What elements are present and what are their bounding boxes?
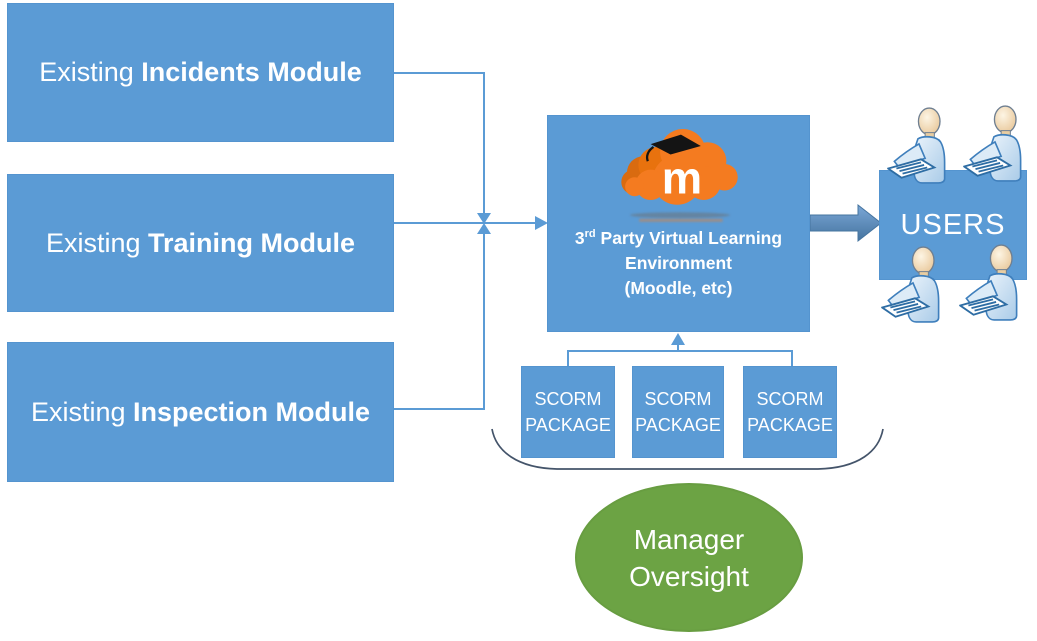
scorm-line1: SCORM [644, 389, 712, 409]
module-label-plain: Existing [30, 396, 134, 427]
vle-to-users-arrow [809, 203, 882, 243]
manager-oversight-ellipse: Manager Oversight [575, 483, 803, 632]
scorm-package-box-2: SCORM PACKAGE [632, 366, 724, 458]
module-label: Existing Incidents Module [39, 57, 362, 88]
connector-incidents-to-junction [393, 72, 485, 214]
seated-person-icon [881, 246, 947, 326]
vle-line1-rest: Party Virtual Learning [595, 228, 783, 248]
arrowhead-right-icon [535, 216, 548, 230]
module-label-bold: Training Module [148, 227, 356, 258]
scorm-line1: SCORM [534, 389, 602, 409]
connector-scorm-to-vle [567, 343, 793, 366]
arrowhead-down-icon [477, 213, 491, 224]
oversight-line1: Manager [633, 523, 745, 555]
scorm-package-box-3: SCORM PACKAGE [743, 366, 837, 458]
vle-label-line2: Environment [625, 253, 732, 273]
seated-person-icon [887, 107, 953, 187]
oversight-line2: Oversight [629, 560, 749, 592]
virtual-learning-environment-box: m 3rd Party Virtual Learning Environment… [547, 115, 810, 332]
module-label: Existing Inspection Module [31, 397, 370, 428]
arrowhead-up-icon [477, 223, 491, 234]
scorm-line1: SCORM [756, 389, 824, 409]
vle-ordinal-suffix: rd [584, 228, 596, 241]
existing-incidents-module-box: Existing Incidents Module [7, 3, 394, 142]
oversight-brace [491, 428, 884, 470]
scorm-line2: PACKAGE [747, 415, 833, 435]
svg-text:m: m [662, 152, 702, 203]
connector-inspection-to-junction [393, 233, 485, 410]
existing-inspection-module-box: Existing Inspection Module [7, 342, 394, 482]
vle-num: 3 [574, 228, 585, 248]
vle-label-line1: 3rd Party Virtual Learning [548, 226, 809, 251]
module-label-bold: Incidents Module [141, 57, 362, 87]
moodle-cloud-logo-icon: m [621, 128, 738, 222]
vle-label-line3: (Moodle, etc) [624, 278, 733, 298]
module-label-plain: Existing [45, 227, 149, 258]
arrowhead-up-vle-icon [671, 333, 685, 345]
seated-person-icon [959, 244, 1025, 324]
seated-person-icon [963, 105, 1029, 185]
users-label: USERS [900, 208, 1006, 241]
vle-label: 3rd Party Virtual Learning Environment (… [548, 226, 809, 301]
module-label: Existing Training Module [46, 228, 355, 259]
module-label-plain: Existing [39, 57, 142, 87]
scorm-package-box-1: SCORM PACKAGE [521, 366, 615, 458]
existing-training-module-box: Existing Training Module [7, 174, 394, 312]
module-label-bold: Inspection Module [133, 396, 371, 427]
scorm-line2: PACKAGE [525, 415, 611, 435]
scorm-line2: PACKAGE [635, 415, 721, 435]
